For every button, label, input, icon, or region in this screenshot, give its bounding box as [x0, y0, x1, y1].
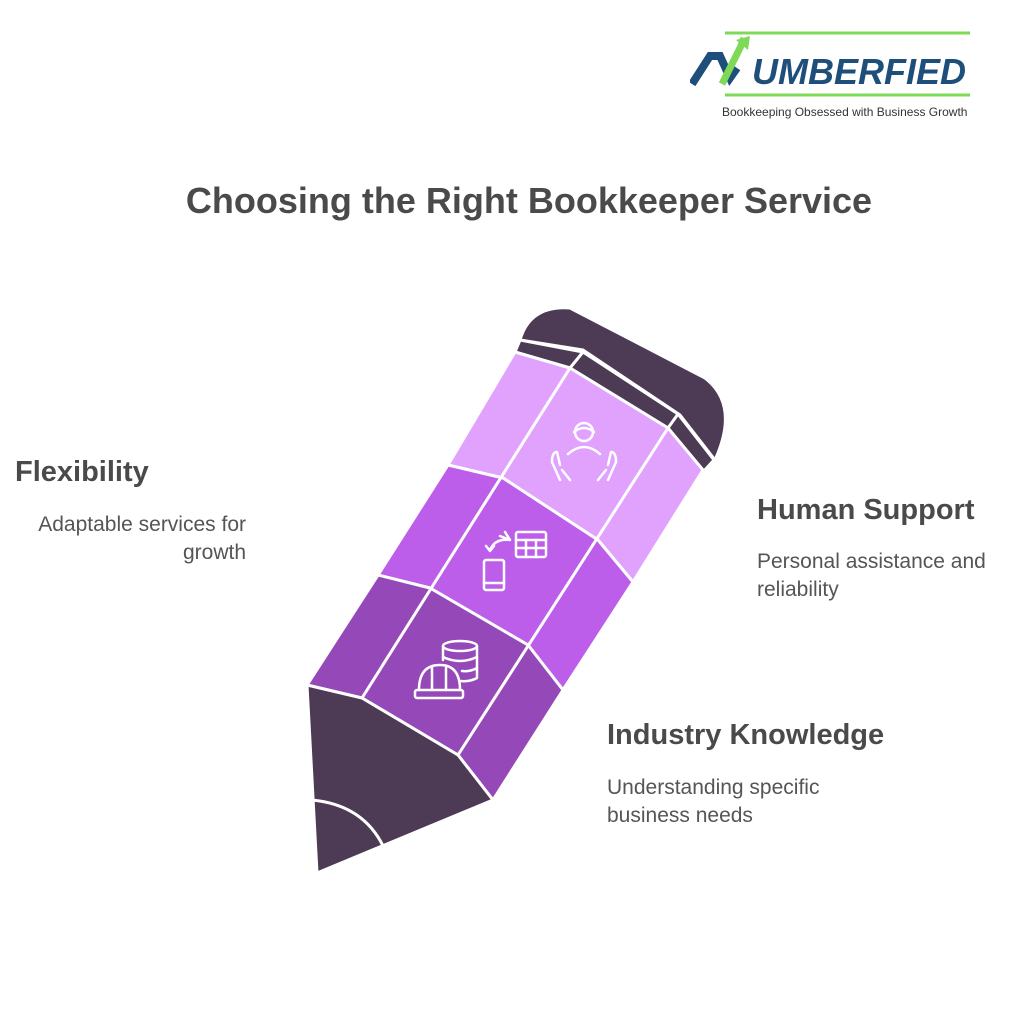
human-support-description: Personal assistance and reliability: [757, 550, 986, 601]
svg-text:UMBERFIED: UMBERFIED: [752, 51, 966, 92]
flexibility-description: Adaptable services for growth: [38, 513, 246, 564]
human-support-heading: Human Support: [757, 494, 975, 526]
page-title: Choosing the Right Bookkeeper Service: [185, 180, 873, 221]
logo-mark: UMBERFIED: [688, 31, 970, 97]
logo: UMBERFIED: [688, 28, 975, 103]
flexibility-heading: Flexibility: [15, 456, 149, 488]
industry-knowledge-description: Understanding specific business needs: [607, 776, 820, 827]
person-hands-icon: [550, 421, 618, 482]
hardhat-database-icon: [413, 639, 479, 700]
pencil-eraser: [518, 306, 727, 462]
industry-knowledge-heading: Industry Knowledge: [607, 719, 885, 751]
logo-tagline: Bookkeeping Obsessed with Business Growt…: [722, 105, 968, 119]
pencil-tip: [305, 683, 495, 875]
phone-sync-table-icon: [482, 530, 548, 592]
